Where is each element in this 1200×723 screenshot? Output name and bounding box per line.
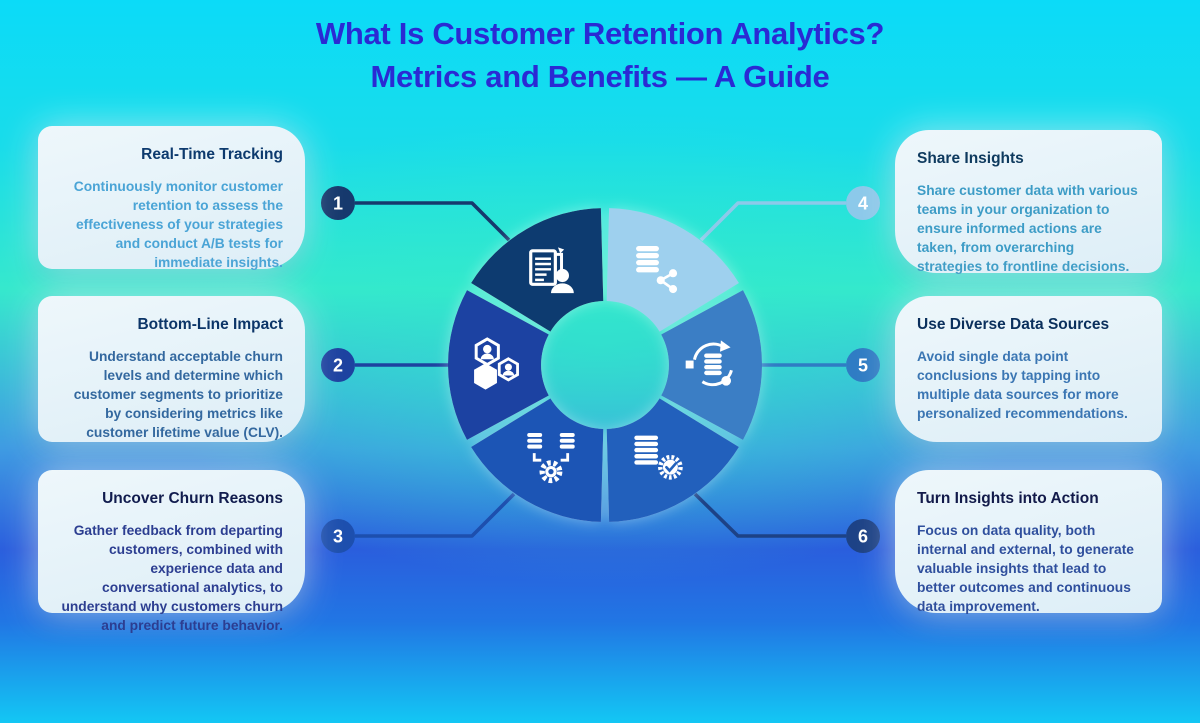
team-hexagons-icon [474,337,519,390]
card-title: Real-Time Tracking [141,146,283,163]
badge-5-circle [846,348,880,382]
database-check-icon [634,435,683,480]
page-title: What Is Customer Retention Analytics? Me… [0,12,1200,98]
badge-2-circle [321,348,355,382]
badge-3-number: 3 [333,527,343,547]
card-title: Uncover Churn Reasons [102,490,283,507]
card-real-time-tracking: Real-Time Tracking Continuously monitor … [38,126,305,270]
badge-1-number: 1 [333,194,343,214]
card-title: Use Diverse Data Sources [917,316,1110,333]
card-use-diverse-data-sources: Use Diverse Data Sources Avoid single da… [895,296,1162,442]
card-body: Avoid single data point conclusions by t… [917,348,1128,421]
card-title: Turn Insights into Action [917,490,1099,507]
report-user-icon [529,247,574,294]
card-body: Share customer data with various teams i… [917,182,1138,274]
database-share-icon [636,245,678,294]
connector-lines [355,201,846,538]
connector-4 [699,201,846,242]
card-title: Bottom-Line Impact [137,316,283,333]
card-body: Focus on data quality, both internal and… [917,522,1134,614]
badge-5-number: 5 [858,356,868,376]
page-title-line1: What Is Customer Retention Analytics? [315,16,885,51]
badge-6-number: 6 [858,527,868,547]
connector-1 [355,201,511,242]
database-gear-icon [527,432,575,484]
card-turn-insights-into-action: Turn Insights into Action Focus on data … [895,470,1162,614]
card-body: Understand acceptable churn levels and d… [73,348,283,440]
card-body: Continuously monitor customer retention … [73,178,283,270]
card-share-insights: Share Insights Share customer data with … [895,130,1162,274]
connector-6 [693,492,846,538]
badge-2-number: 2 [333,356,343,376]
page-title-line2: Metrics and Benefits — A Guide [370,59,830,94]
card-uncover-churn-reasons: Uncover Churn Reasons Gather feedback fr… [38,470,305,633]
badge-4-number: 4 [858,194,868,214]
badge-1-circle [321,186,355,220]
connector-3 [355,492,516,538]
card-bottom-line-impact: Bottom-Line Impact Understand acceptable… [38,296,305,442]
number-badges: 1 2 3 4 5 6 [321,186,880,553]
badge-6-circle [846,519,880,553]
card-title: Share Insights [917,150,1024,167]
card-body: Gather feedback from departing customers… [61,522,283,633]
database-sync-icon [685,340,733,387]
wheel-segment-6 [606,398,739,522]
badge-4-circle [846,186,880,220]
badge-3-circle [321,519,355,553]
